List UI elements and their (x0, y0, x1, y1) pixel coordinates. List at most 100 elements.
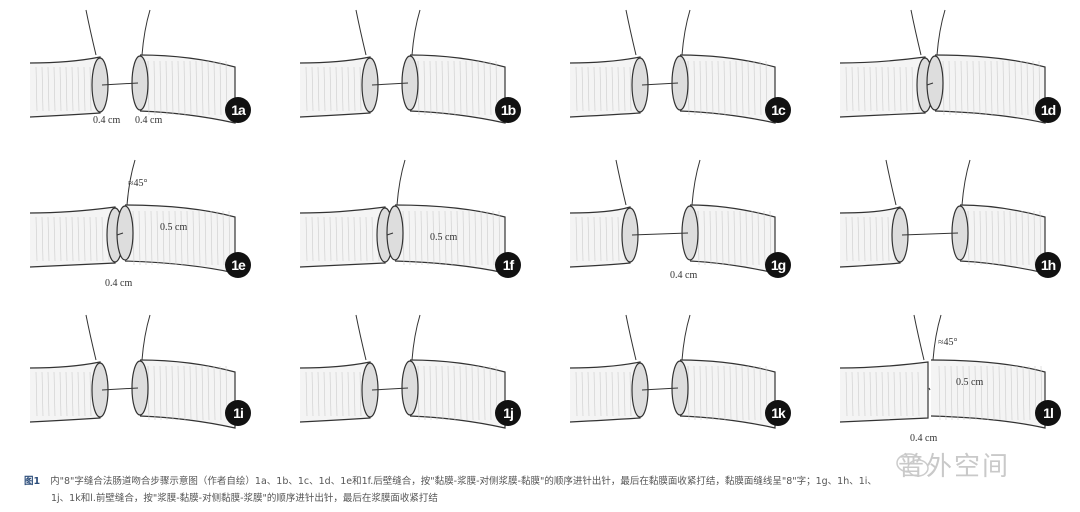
intestine-sketch (299, 159, 506, 274)
suture (928, 387, 931, 391)
watermark: 普外空间 (898, 452, 1011, 482)
panel-label-badge: 1d (1035, 97, 1061, 123)
left-bowel-segment (29, 361, 101, 423)
measurement-label: 0.4 cm (93, 115, 121, 126)
measurement-label: 0.5 cm (956, 377, 984, 388)
suture-thread (411, 9, 421, 56)
panel-label-badge: 1j (495, 400, 521, 426)
suture-thread (910, 9, 922, 56)
intestine-sketch (569, 159, 776, 274)
panel-label-badge: 1f (495, 252, 521, 278)
panel-label-badge: 1h (1035, 252, 1061, 278)
suture-thread (625, 314, 637, 361)
right-bowel-segment (139, 54, 236, 124)
intestine-sketch (29, 9, 236, 124)
suture-thread (411, 314, 421, 361)
panel-1k: 1k (540, 305, 810, 455)
measurement-label: ≈45° (128, 178, 148, 189)
left-bowel-segment (569, 361, 641, 423)
suture (901, 232, 959, 236)
panel-label-badge: 1e (225, 252, 251, 278)
intestine-sketch (839, 314, 1046, 429)
measurement-label: 0.4 cm (670, 270, 698, 281)
right-lumen (116, 205, 134, 261)
panel-1f: 0.5 cm 1f (270, 150, 540, 300)
suture-thread (961, 159, 971, 206)
suture (371, 387, 409, 391)
suture-thread (932, 314, 942, 361)
suture-thread (885, 159, 897, 206)
suture-thread (126, 159, 136, 206)
suture-thread (625, 9, 637, 56)
panel-1d: 1d (810, 0, 1080, 150)
right-bowel-segment (394, 204, 506, 274)
panel-label-badge: 1a (225, 97, 251, 123)
suture (101, 82, 139, 86)
intestine-sketch (839, 9, 1046, 124)
panel-label-badge: 1k (765, 400, 791, 426)
intestine-sketch (29, 159, 236, 274)
right-bowel-segment (679, 54, 776, 124)
panel-1a: 0.4 cm 0.4 cm 1a (0, 0, 270, 150)
suture-thread (355, 9, 367, 56)
figure-panels: 0.4 cm 0.4 cm 1a 1b 1c 1d ≈45° 0.5 cm 0.4 cm 1e 0.… (0, 0, 1080, 455)
panel-1g: 0.4 cm 1g (540, 150, 810, 300)
measurement-label: 0.4 cm (135, 115, 163, 126)
suture-thread (681, 314, 691, 361)
panel-1h: 1h (810, 150, 1080, 300)
panel-label-badge: 1c (765, 97, 791, 123)
panel-1c: 1c (540, 0, 810, 150)
panel-label-badge: 1l (1035, 400, 1061, 426)
suture (386, 232, 394, 236)
panel-1i: 1i (0, 305, 270, 455)
suture-thread (681, 9, 691, 56)
left-bowel-segment (569, 56, 641, 118)
intestine-sketch (29, 314, 236, 429)
left-bowel-segment (569, 206, 631, 268)
caption-line-1: 内"8"字缝合法肠道吻合步骤示意图（作者自绘）1a、1b、1c、1d、1e和1f… (50, 476, 877, 487)
measurement-label: 0.4 cm (910, 433, 938, 444)
caption-label: 图1 (24, 476, 41, 487)
right-lumen (386, 205, 404, 261)
suture-thread (141, 314, 151, 361)
suture (371, 82, 409, 86)
panel-label-badge: 1g (765, 252, 791, 278)
suture-thread (85, 9, 97, 56)
wechat-icon (896, 453, 929, 477)
panel-1b: 1b (270, 0, 540, 150)
suture-thread (615, 159, 627, 206)
suture-thread (355, 314, 367, 361)
intestine-sketch (569, 314, 776, 429)
suture-thread (396, 159, 406, 206)
panel-label-badge: 1i (225, 400, 251, 426)
suture-thread (691, 159, 701, 206)
caption-line-2: 1j、1k和l.前壁缝合，按"浆膜-黏膜-对侧黏膜-浆膜"的顺序进针出针，最后在… (51, 493, 438, 504)
left-bowel-segment (29, 56, 101, 118)
measurement-label: ≈45° (938, 337, 958, 348)
left-bowel-segment (839, 206, 901, 268)
intestine-sketch (299, 9, 506, 124)
figure-caption: 图1 内"8"字缝合法肠道吻合步骤示意图（作者自绘）1a、1b、1c、1d、1e和… (24, 473, 984, 507)
panel-1e: ≈45° 0.5 cm 0.4 cm 1e (0, 150, 270, 300)
suture (101, 387, 139, 391)
suture-thread (85, 314, 97, 361)
left-bowel-segment (299, 361, 371, 423)
suture-thread (936, 9, 946, 56)
right-bowel-segment (409, 54, 506, 124)
panel-label-badge: 1b (495, 97, 521, 123)
suture-thread (141, 9, 151, 56)
right-bowel-segment (689, 204, 776, 274)
measurement-label: 0.5 cm (430, 232, 458, 243)
suture (116, 232, 124, 236)
suture (926, 82, 934, 86)
intestine-sketch (299, 314, 506, 429)
measurement-label: 0.5 cm (160, 222, 188, 233)
right-bowel-segment (959, 204, 1046, 274)
panel-1j: 1j (270, 305, 540, 455)
suture-thread (913, 314, 925, 361)
left-bowel-segment (299, 56, 371, 118)
suture (641, 82, 679, 86)
panel-1l: ≈45° 0.5 cm 0.4 cm 1l (810, 305, 1080, 455)
measurement-label: 0.4 cm (105, 278, 133, 289)
suture (631, 232, 689, 236)
